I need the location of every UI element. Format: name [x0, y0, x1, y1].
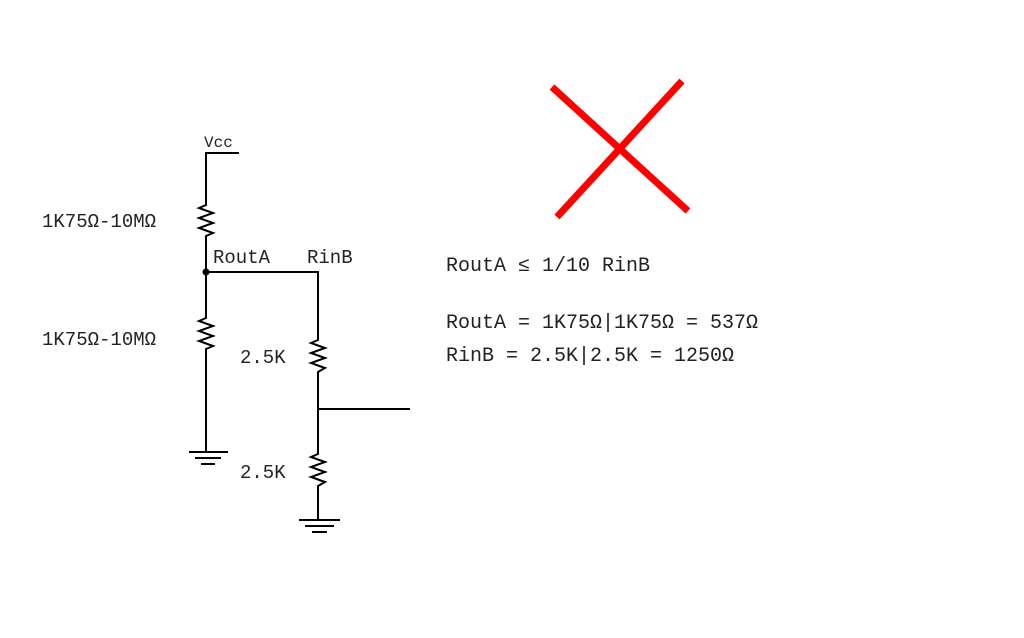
ground-icon [299, 519, 340, 533]
divider-top-resistor: 2.5K [240, 336, 328, 452]
lower-resistor-symbol [196, 272, 216, 452]
rinb-equation: RinB = 2.5K|2.5K = 1250Ω [446, 345, 734, 368]
lower-resistor: 1K75Ω-10MΩ [42, 272, 216, 452]
routa-node-label: RoutA [213, 247, 271, 269]
divider-bottom-label: 2.5K [240, 462, 286, 484]
interconnect-wire [206, 271, 319, 336]
ground-icon [189, 451, 228, 465]
red-cross-icon [549, 78, 691, 220]
impedance-rule: RoutA ≤ 1/10 RinB [446, 255, 650, 278]
divider-bottom-resistor: 2.5K [240, 452, 328, 520]
upper-resistor-label: 1K75Ω-10MΩ [42, 211, 156, 233]
divider-bottom-resistor-symbol [308, 452, 328, 520]
upper-resistor: 1K75Ω-10MΩ [42, 200, 216, 272]
rinb-node-label: RinB [307, 247, 353, 269]
divider-top-label: 2.5K [240, 347, 286, 369]
divider-top-resistor-symbol [308, 336, 328, 452]
upper-resistor-symbol [196, 200, 216, 272]
vcc-label: Vcc [204, 134, 233, 152]
vcc-wire [205, 152, 239, 200]
vcc-supply: Vcc [204, 134, 239, 200]
lower-resistor-label: 1K75Ω-10MΩ [42, 329, 156, 351]
routa-equation: RoutA = 1K75Ω|1K75Ω = 537Ω [446, 312, 758, 335]
